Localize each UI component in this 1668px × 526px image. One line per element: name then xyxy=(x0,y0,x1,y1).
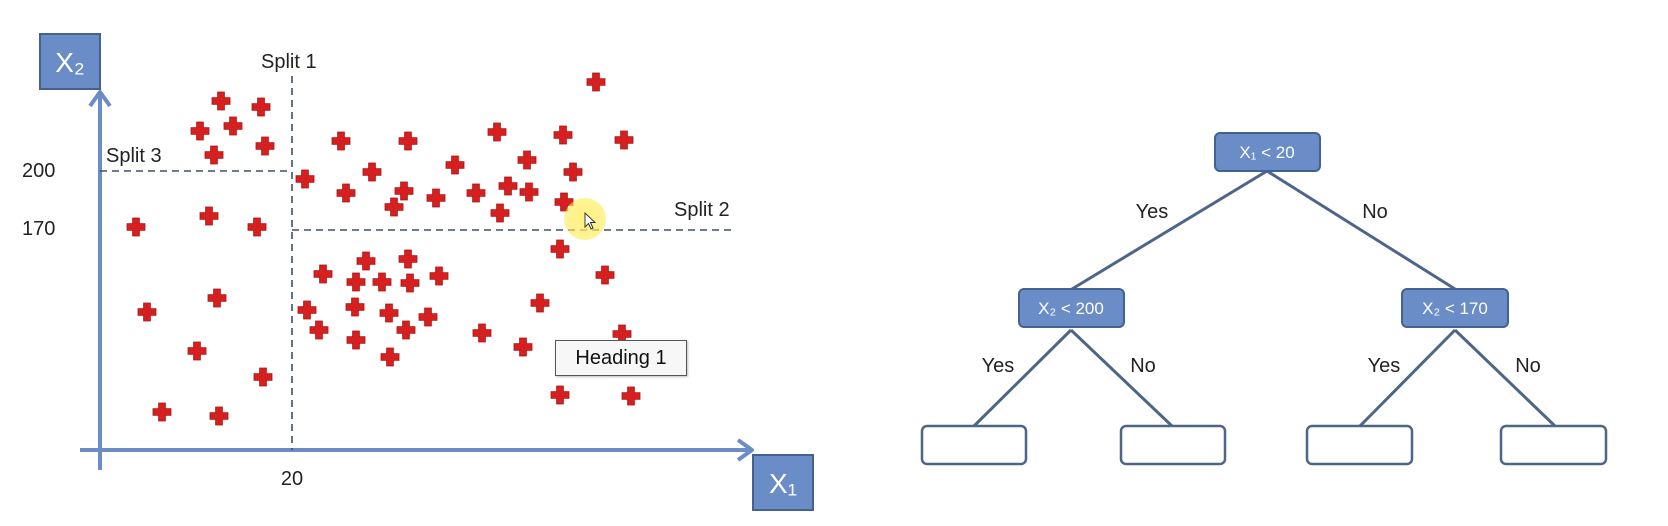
data-point-16 xyxy=(517,150,537,170)
data-point-56 xyxy=(209,406,229,426)
data-point-1 xyxy=(211,91,231,111)
tree-root-label: X₁ < 20 xyxy=(1239,143,1294,162)
data-point-42 xyxy=(418,307,438,327)
data-point-24 xyxy=(519,182,539,202)
data-point-10 xyxy=(487,122,507,142)
data-point-31 xyxy=(595,265,615,285)
heading-textbox[interactable]: Heading 1 xyxy=(555,340,687,376)
data-point-38 xyxy=(429,266,449,286)
data-point-53 xyxy=(187,341,207,361)
data-point-21 xyxy=(426,188,446,208)
data-point-6 xyxy=(204,145,224,165)
data-point-28 xyxy=(199,206,219,226)
edge-label-right-no: No xyxy=(1515,355,1541,377)
data-point-45 xyxy=(396,320,416,340)
x-axis-label: X₁ xyxy=(769,468,797,499)
data-point-9 xyxy=(398,131,418,151)
data-point-13 xyxy=(295,169,315,189)
edge-label-right-yes: Yes xyxy=(1368,355,1401,377)
edge-root-right xyxy=(1266,169,1456,291)
edge-right-no xyxy=(1453,328,1557,428)
data-point-34 xyxy=(313,264,333,284)
edge-label-root-no: No xyxy=(1362,201,1388,223)
tree-left-label: X₂ < 200 xyxy=(1038,299,1104,318)
tree-leaf-3 xyxy=(1305,424,1414,466)
scatter-plot: X₂ X₁ 200 170 20 Split 1 Split 2 Split 3 xyxy=(22,33,814,511)
x-tick-20: 20 xyxy=(281,468,303,490)
data-point-17 xyxy=(563,162,583,182)
edge-root-left xyxy=(1071,169,1268,291)
split-2-label: Split 2 xyxy=(674,199,730,221)
data-point-49 xyxy=(137,302,157,322)
data-point-32 xyxy=(356,251,376,271)
data-point-23 xyxy=(498,176,518,196)
tree-leaf-1 xyxy=(920,424,1028,466)
y-tick-170: 170 xyxy=(22,218,55,240)
cursor-icon xyxy=(584,211,597,230)
edge-right-yes xyxy=(1358,328,1457,428)
y-axis-arrowhead xyxy=(88,90,112,108)
data-point-35 xyxy=(346,272,366,292)
data-point-36 xyxy=(372,272,392,292)
x-axis-arrowhead xyxy=(736,438,754,462)
data-point-50 xyxy=(472,323,492,343)
data-point-57 xyxy=(550,385,570,405)
data-point-41 xyxy=(379,303,399,323)
data-point-43 xyxy=(309,320,329,340)
data-point-3 xyxy=(190,121,210,141)
data-point-39 xyxy=(297,300,317,320)
data-point-15 xyxy=(445,155,465,175)
data-point-22 xyxy=(466,183,486,203)
y-axis-label-box xyxy=(39,33,101,90)
tree-left-node xyxy=(1018,288,1125,328)
y-axis-label: X₂ xyxy=(55,47,85,78)
split-3-label: Split 3 xyxy=(106,145,162,167)
data-point-11 xyxy=(553,125,573,145)
data-point-52 xyxy=(380,347,400,367)
data-point-5 xyxy=(255,136,275,156)
data-point-25 xyxy=(490,203,510,223)
tree-right-label: X₂ < 170 xyxy=(1422,299,1488,318)
data-point-48 xyxy=(207,288,227,308)
tree-root-node xyxy=(1214,132,1321,172)
edge-label-root-yes: Yes xyxy=(1136,201,1169,223)
data-point-33 xyxy=(398,249,418,269)
data-point-51 xyxy=(513,337,533,357)
edge-left-no xyxy=(1069,328,1174,428)
edge-label-left-no: No xyxy=(1130,355,1156,377)
data-point-44 xyxy=(346,330,366,350)
data-point-27 xyxy=(126,217,146,237)
data-point-12 xyxy=(614,130,634,150)
data-point-8 xyxy=(331,131,351,151)
data-point-7 xyxy=(586,72,606,92)
tree-leaf-4 xyxy=(1499,424,1608,466)
tree-leaf-2 xyxy=(1119,424,1227,466)
data-point-46 xyxy=(530,293,550,313)
edge-left-yes xyxy=(972,328,1073,428)
data-point-19 xyxy=(394,181,414,201)
data-point-58 xyxy=(621,386,641,406)
data-point-37 xyxy=(400,273,420,293)
split-1-label: Split 1 xyxy=(261,51,317,73)
data-point-20 xyxy=(384,197,404,217)
edge-label-left-yes: Yes xyxy=(982,355,1015,377)
data-point-54 xyxy=(253,367,273,387)
data-point-4 xyxy=(223,116,243,136)
x-axis-label-box xyxy=(752,454,814,511)
data-point-29 xyxy=(247,217,267,237)
data-point-2 xyxy=(251,97,271,117)
decision-tree: Yes No Yes No Yes No X₁ < 20 X₂ < 200 X₂… xyxy=(920,132,1608,466)
data-point-18 xyxy=(336,183,356,203)
y-tick-200: 200 xyxy=(22,160,55,182)
tree-right-node xyxy=(1401,288,1509,328)
data-points xyxy=(126,72,641,426)
data-point-55 xyxy=(152,402,172,422)
data-point-14 xyxy=(362,162,382,182)
data-point-30 xyxy=(550,239,570,259)
data-point-40 xyxy=(345,297,365,317)
